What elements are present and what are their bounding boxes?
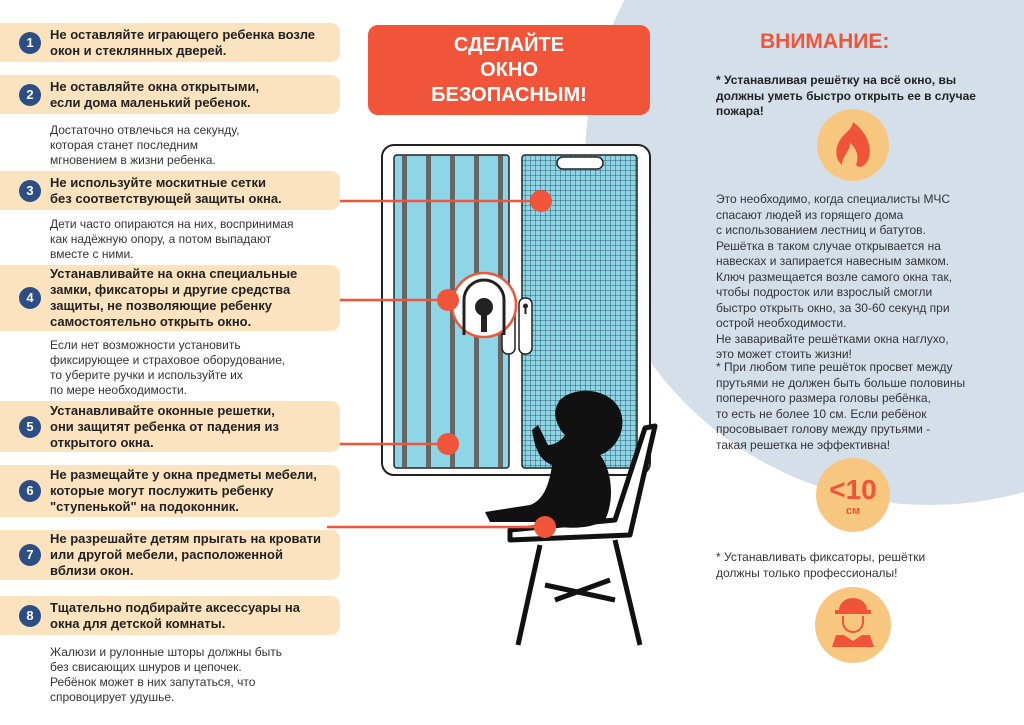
gap-badge-unit: см bbox=[845, 505, 861, 517]
gap-badge bbox=[816, 458, 890, 532]
attention-heading: ВНИМАНИЕ: bbox=[760, 30, 890, 53]
fire-explanation: Это необходимо, когда специалисты МЧС сп… bbox=[716, 192, 953, 361]
rule-heading: Не оставляйте играющего ребенка возле ок… bbox=[50, 26, 316, 58]
pointer-dots bbox=[437, 190, 556, 538]
rule-note: Если нет возможности установить фиксирую… bbox=[50, 338, 286, 397]
keyhole-icon bbox=[475, 298, 493, 316]
rule-note: Дети часто опираются на них, воспринимая… bbox=[50, 217, 294, 261]
rule-heading: Не используйте москитные сетки без соотв… bbox=[50, 174, 282, 206]
rule-note: Жалюзи и рулонные шторы должны быть без … bbox=[50, 645, 283, 704]
rule-number-badge: 5 bbox=[19, 415, 41, 438]
fire-note: * Устанавливая решётку на всё окно, вы д… bbox=[716, 73, 976, 118]
rule-number-badge: 3 bbox=[19, 179, 41, 202]
backdrop-circle bbox=[585, 0, 1024, 505]
rule-8: 8 Тщательно подбирайте аксессуары на окна… bbox=[0, 596, 340, 635]
rule-number-badge: 6 bbox=[19, 480, 41, 502]
page-title: СДЕЛАЙТЕ ОКНО БЕЗОПАСНЫМ! bbox=[368, 25, 650, 115]
professional-note: * Устанавливать фиксаторы, решётки должн… bbox=[716, 550, 926, 580]
fire-icon bbox=[836, 122, 870, 167]
rule-heading: Устанавливайте на окна специальные замки… bbox=[50, 266, 298, 329]
worker-hardhat-icon bbox=[832, 598, 874, 647]
rule-2: 2 Не оставляйте окна открытыми, если дома… bbox=[0, 75, 340, 114]
rule-number-badge: 4 bbox=[19, 287, 41, 309]
rule-heading: Не оставляйте окна открытыми, если дома … bbox=[50, 78, 260, 110]
rule-heading: Не размещайте у окна предметы мебели, ко… bbox=[50, 467, 317, 514]
rule-heading: Не разрешайте детям прыгать на кровати и… bbox=[50, 531, 321, 578]
rule-3: 3 Не используйте москитные сетки без соот… bbox=[0, 171, 340, 210]
rule-4: 4 Устанавливайте на окна специальные замк… bbox=[0, 265, 340, 331]
rule-heading: Тщательно подбирайте аксессуары на окна … bbox=[50, 599, 300, 631]
rule-heading: Устанавливайте оконные решетки, они защи… bbox=[50, 402, 279, 450]
rule-6: 6 Не размещайте у окна предметы мебели, к… bbox=[0, 465, 340, 517]
rule-1: 1 Не оставляйте играющего ребенка возле о… bbox=[0, 23, 340, 62]
rule-number-badge: 1 bbox=[19, 31, 41, 54]
gap-note: * При любом типе решёток просвет между п… bbox=[716, 360, 966, 452]
gap-badge-value: <10 bbox=[829, 474, 877, 505]
rule-7: 7 Не разрешайте детям прыгать на кровати … bbox=[0, 530, 340, 580]
rule-5: 5 Устанавливайте оконные решетки, они защ… bbox=[0, 401, 340, 452]
child-silhouette bbox=[485, 390, 623, 528]
rule-number-badge: 7 bbox=[19, 544, 41, 566]
rule-number-badge: 2 bbox=[19, 83, 41, 106]
rule-note: Достаточно отвлечься на секунду, которая… bbox=[50, 123, 240, 167]
chair-illustration bbox=[507, 423, 658, 646]
pointer-lines bbox=[327, 199, 545, 529]
rule-number-badge: 8 bbox=[19, 604, 41, 627]
